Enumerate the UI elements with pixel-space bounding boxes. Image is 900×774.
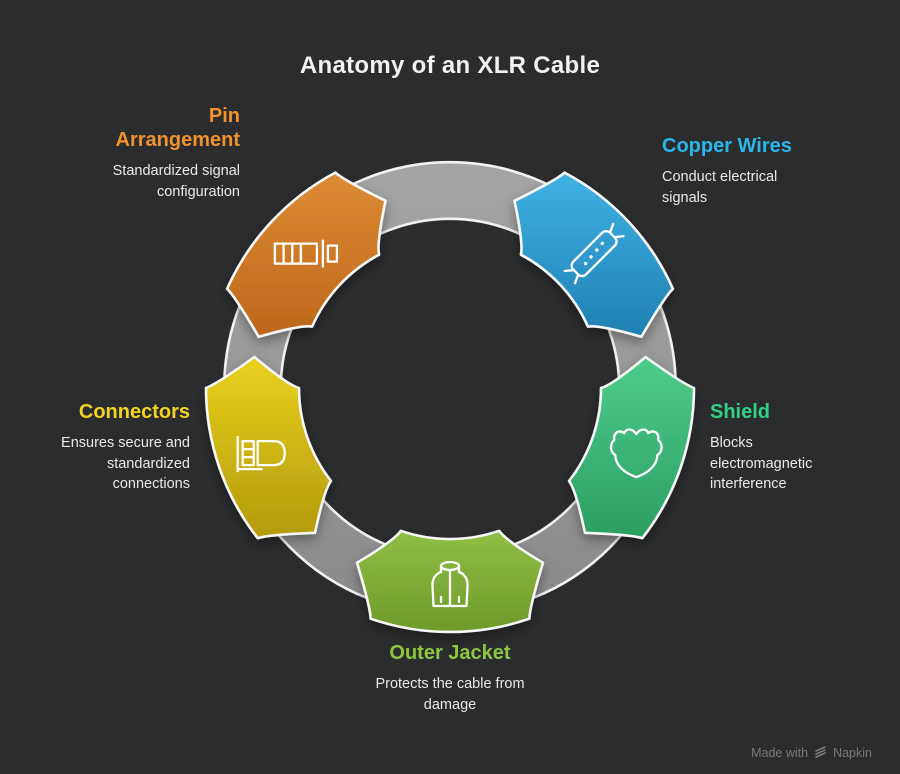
shield-title: Shield	[710, 401, 771, 423]
label-copper-wires: Copper Wires Conduct electrical signals	[662, 134, 812, 208]
label-outer-jacket: Outer Jacket Protects the cable from dam…	[300, 641, 600, 715]
pin-arrangement-title: Pin Arrangement	[115, 105, 240, 151]
vest-icon	[431, 560, 469, 608]
watermark: Made with Napkin	[751, 745, 872, 760]
connectors-description: Ensures secure and standardized connecti…	[61, 435, 190, 493]
segment-shield	[567, 355, 696, 540]
pin-rows-icon	[273, 239, 339, 268]
label-shield: Shield Blocks electromagnetic interferen…	[710, 400, 850, 495]
outer-jacket-title: Outer Jacket	[389, 642, 511, 664]
shield-description: Blocks electromagnetic interference	[710, 435, 813, 493]
copper-wires-description: Conduct electrical signals	[662, 169, 778, 206]
napkin-logo-icon	[815, 746, 826, 758]
watermark-prefix: Made with	[751, 745, 809, 760]
wire-tube-icon	[563, 222, 625, 285]
segment-pin-arrangement	[225, 171, 387, 339]
shield-badge-icon	[609, 428, 663, 479]
connector-plug-icon	[236, 435, 286, 473]
watermark-brand: Napkin	[833, 745, 872, 760]
segment-copper-wires	[513, 171, 675, 339]
label-connectors: Connectors Ensures secure and standardiz…	[40, 400, 190, 495]
page-title: Anatomy of an XLR Cable	[299, 52, 601, 79]
connectors-title: Connectors	[78, 401, 190, 423]
pin-arrangement-description: Standardized signal configuration	[112, 163, 240, 200]
copper-wires-title: Copper Wires	[662, 135, 792, 157]
segment-connectors	[204, 355, 333, 540]
label-pin-arrangement: Pin Arrangement Standardized signal conf…	[90, 104, 240, 202]
outer-jacket-description: Protects the cable from damage	[375, 676, 525, 713]
